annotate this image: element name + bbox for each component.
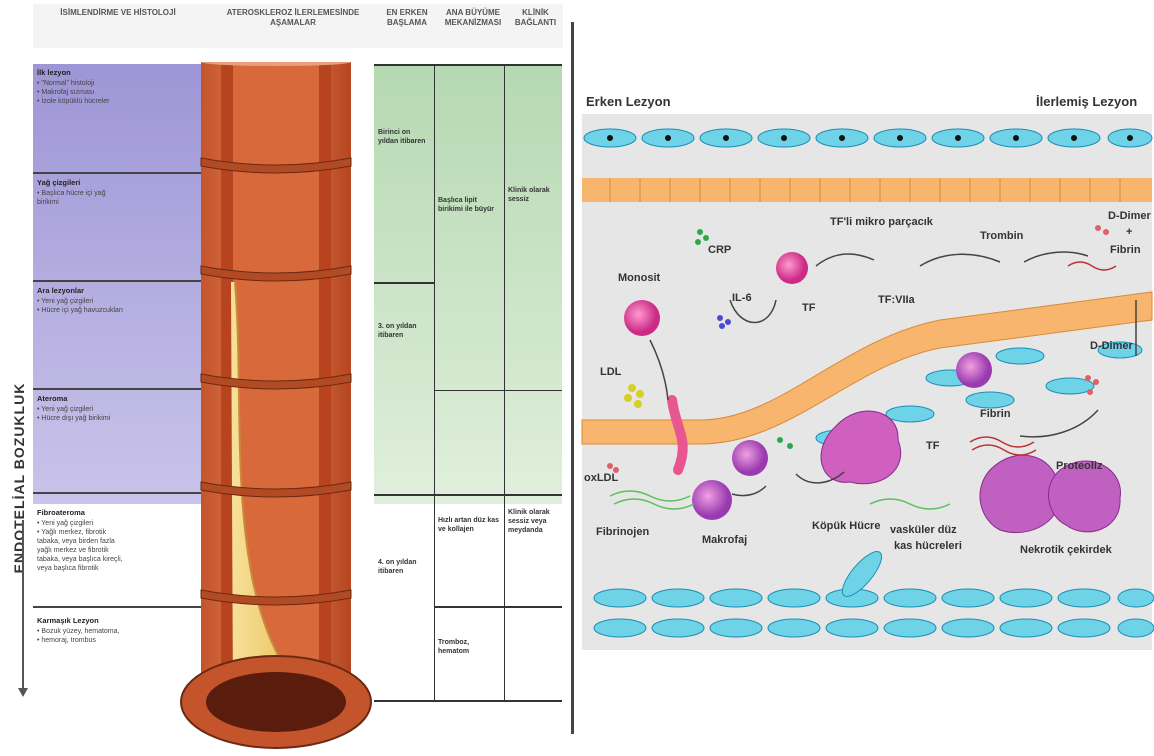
clinical-2: Klinik olarak sessiz veya meydanda (508, 508, 558, 535)
lesion-mechanism-panel: Erken Lezyon İlerlemiş Lezyon CRP IL-6 T… (580, 0, 1154, 756)
ldl-label: LDL (600, 366, 621, 378)
artery-illustration (173, 62, 383, 752)
side-label-wrap: ENDOTELİAL BOZUKLUK (4, 320, 38, 350)
header-stages: ATEROSKLEROZ İLERLEMESİNDE AŞAMALAR (213, 8, 373, 28)
early-lesion-label: Erken Lezyon (586, 94, 671, 109)
table-rule (374, 494, 562, 496)
atherosclerosis-stages-panel: İSİMLENDİRME VE HİSTOLOJİ ATEROSKLEROZ İ… (8, 0, 564, 756)
table-bottom-rule (374, 700, 562, 702)
trombin-label: Trombin (980, 230, 1023, 242)
table-top-rule (374, 64, 562, 66)
oxldl-label: oxLDL (584, 472, 618, 484)
fibrin-label-2: Fibrin (980, 408, 1011, 420)
header-clinical: KLİNİK BAĞLANTI (508, 8, 563, 28)
advanced-lesion-label: İlerlemiş Lezyon (1036, 94, 1137, 109)
vessel-diagram (580, 0, 1154, 756)
makrofaj-label: Makrofaj (702, 534, 747, 546)
il6-label: IL-6 (732, 292, 752, 304)
table-rule (504, 390, 562, 391)
table-rule (434, 606, 562, 608)
ddimer-label-1: D-Dimer (1108, 210, 1151, 222)
growth-1: Başlıca lipit birikimi ile büyür (438, 196, 500, 214)
down-arrow-icon (18, 688, 28, 697)
earliest-3: 4. on yıldan itibaren (378, 558, 432, 576)
monocyte-icon (624, 300, 660, 336)
proteoliz-label: Proteoliz (1056, 460, 1102, 472)
table-col-rule (504, 64, 505, 700)
table-col-rule (434, 64, 435, 700)
foam-cell-label: Köpük Hücre (812, 520, 880, 532)
table-col-rule (434, 606, 435, 700)
growth-3: Tromboz, hematom (438, 638, 500, 656)
fibrin-label-1: Fibrin (1110, 244, 1141, 256)
earliest-1: Birinci on yıldan itibaren (378, 128, 432, 146)
clinical-1: Klinik olarak sessiz (508, 186, 558, 204)
side-label: ENDOTELİAL BOZUKLUK (11, 353, 27, 603)
tf-microparticle-label: TF'li mikro parçacık (830, 216, 933, 228)
earliest-2: 3. on yıldan itibaren (378, 322, 432, 340)
growth-2: Hızlı artan düz kas ve kollajen (438, 516, 500, 534)
panel-divider (571, 22, 574, 734)
table-rule (434, 390, 504, 391)
monosit-label: Monosit (618, 272, 660, 284)
tf-label-1: TF (802, 302, 815, 314)
fibrinojen-label: Fibrinojen (596, 526, 649, 538)
plus-label: + (1126, 226, 1132, 238)
table-rule (374, 282, 434, 284)
vascular-smooth-muscle-label-1: vasküler düz (890, 524, 957, 536)
tf-label-2: TF (926, 440, 939, 452)
header-naming: İSİMLENDİRME VE HİSTOLOJİ (48, 8, 188, 18)
crp-label: CRP (708, 244, 731, 256)
header-earliest: EN ERKEN BAŞLAMA (378, 8, 436, 28)
tf-viia-label: TF:VIIa (878, 294, 915, 306)
vascular-smooth-muscle-label-2: kas hücreleri (894, 540, 962, 552)
header-growth: ANA BÜYÜME MEKANİZMASI (438, 8, 508, 28)
side-arrow-line (22, 520, 24, 690)
ddimer-label-2: D-Dimer (1090, 340, 1133, 352)
necrotic-core-label: Nekrotik çekirdek (1020, 544, 1112, 556)
